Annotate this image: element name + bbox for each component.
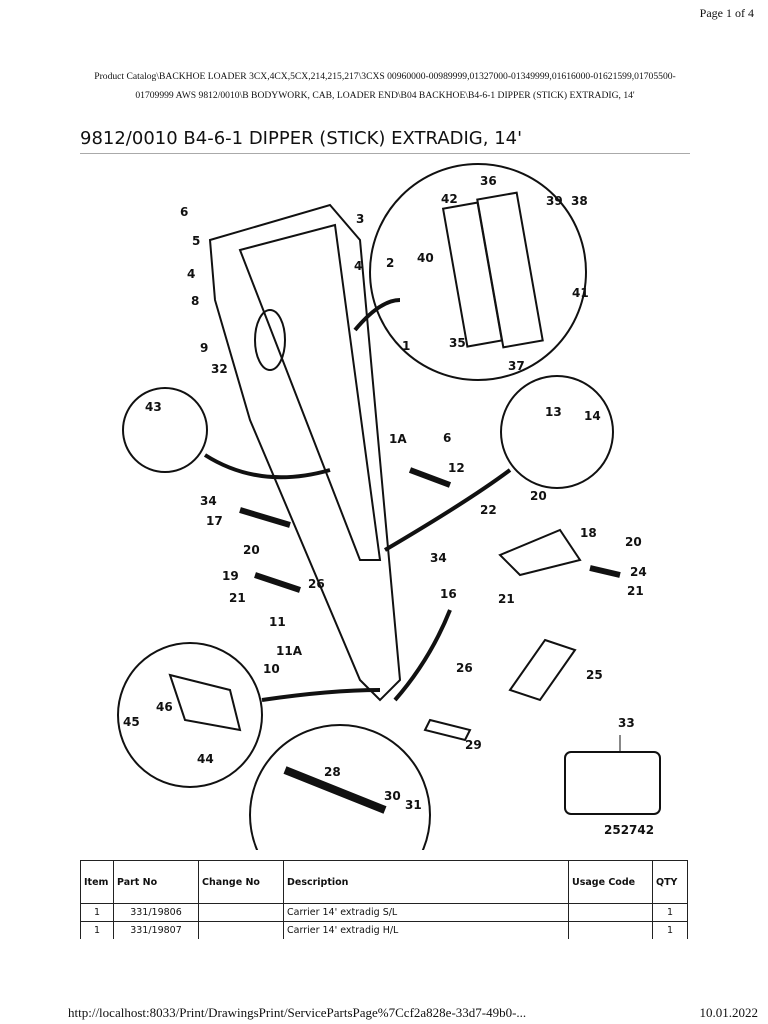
callout-13: 13: [545, 405, 562, 419]
callout-40: 40: [417, 251, 434, 265]
callout-1: 1: [402, 339, 410, 353]
callout-20: 20: [530, 489, 547, 503]
callout-4: 4: [354, 259, 362, 273]
callout-5: 5: [192, 234, 200, 248]
callout-10: 10: [263, 662, 280, 676]
col-change-no: Change No: [198, 860, 284, 904]
callout-19: 19: [222, 569, 239, 583]
callout-21: 21: [627, 584, 644, 598]
col-usage-code: Usage Code: [568, 860, 653, 904]
callout-35: 35: [449, 336, 466, 350]
cell-change-no: [198, 903, 284, 922]
page-title: 9812/0010 B4-6-1 DIPPER (STICK) EXTRADIG…: [80, 128, 523, 149]
drawing-number: 252742: [604, 823, 654, 837]
footer: http://localhost:8033/Print/DrawingsPrin…: [68, 1005, 758, 1021]
callout-8: 8: [191, 294, 199, 308]
cell-usage-code: [568, 921, 653, 939]
cell-qty: 1: [652, 903, 688, 922]
callout-42: 42: [441, 192, 458, 206]
breadcrumb: Product Catalog\BACKHOE LOADER 3CX,4CX,5…: [94, 71, 676, 101]
callout-4: 4: [187, 267, 195, 281]
callout-21: 21: [229, 591, 246, 605]
callout-1A: 1A: [389, 432, 407, 446]
callout-43: 43: [145, 400, 162, 414]
callout-45: 45: [123, 715, 140, 729]
callout-28: 28: [324, 765, 341, 779]
callout-11: 11: [269, 615, 286, 629]
callout-44: 44: [197, 752, 214, 766]
callout-30: 30: [384, 789, 401, 803]
callout-9: 9: [200, 341, 208, 355]
table-header-row: Item Part No Change No Description Usage…: [80, 860, 688, 904]
callout-22: 22: [480, 503, 497, 517]
divider: [80, 153, 690, 154]
footer-url: http://localhost:8033/Print/DrawingsPrin…: [68, 1005, 527, 1020]
callout-17: 17: [206, 514, 223, 528]
cell-description: Carrier 14' extradig H/L: [283, 921, 569, 939]
callout-32: 32: [211, 362, 228, 376]
callout-6: 6: [180, 205, 188, 219]
cell-qty: 1: [652, 921, 688, 939]
cell-item: 1: [80, 921, 114, 939]
footer-date: 10.01.2022: [699, 1005, 759, 1020]
callout-24: 24: [630, 565, 647, 579]
callout-25: 25: [586, 668, 603, 682]
table-row: 1 331/19807 Carrier 14' extradig H/L 1: [80, 921, 688, 939]
callout-41: 41: [572, 286, 589, 300]
callout-38: 38: [571, 194, 588, 208]
callout-31: 31: [405, 798, 422, 812]
callout-11A: 11A: [276, 644, 303, 658]
callout-20: 20: [243, 543, 260, 557]
cell-usage-code: [568, 903, 653, 922]
callout-37: 37: [508, 359, 525, 373]
page-indicator: Page 1 of 4: [699, 6, 754, 20]
col-qty: QTY: [652, 860, 688, 904]
cell-item: 1: [80, 903, 114, 922]
callout-14: 14: [584, 409, 601, 423]
callout-6: 6: [443, 431, 451, 445]
cell-part-no: 331/19807: [113, 921, 199, 939]
col-description: Description: [283, 860, 569, 904]
callout-34: 34: [430, 551, 447, 565]
cell-part-no: 331/19806: [113, 903, 199, 922]
callout-21: 21: [498, 592, 515, 606]
callout-29: 29: [465, 738, 482, 752]
callout-16: 16: [440, 587, 457, 601]
callout-20: 20: [625, 535, 642, 549]
callout-39: 39: [546, 194, 563, 208]
callout-12: 12: [448, 461, 465, 475]
cell-change-no: [198, 921, 284, 939]
callout-33: 33: [618, 716, 635, 730]
col-part-no: Part No: [113, 860, 199, 904]
table-row: 1 331/19806 Carrier 14' extradig S/L 1: [80, 903, 688, 922]
callout-2: 2: [386, 256, 394, 270]
callout-26: 26: [456, 661, 473, 675]
cell-description: Carrier 14' extradig S/L: [283, 903, 569, 922]
callout-34: 34: [200, 494, 217, 508]
callout-26: 26: [308, 577, 325, 591]
callout-36: 36: [480, 174, 497, 188]
col-item: Item: [80, 860, 114, 904]
callout-3: 3: [356, 212, 364, 226]
callout-18: 18: [580, 526, 597, 540]
callout-46: 46: [156, 700, 173, 714]
parts-table: Item Part No Change No Description Usage…: [80, 860, 688, 939]
